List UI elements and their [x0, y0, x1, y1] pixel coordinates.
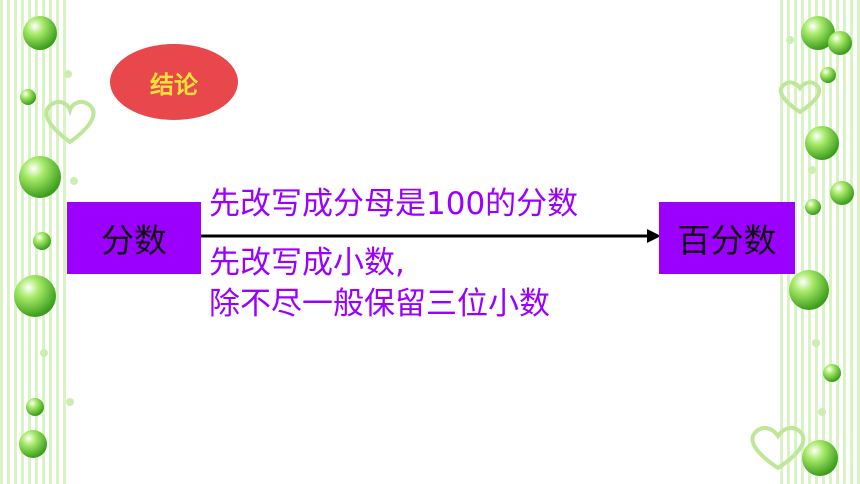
- green-bubble-icon: [805, 126, 839, 160]
- green-bubble-icon: [19, 156, 61, 198]
- conclusion-badge-label: 结论: [150, 70, 198, 99]
- percentage-box-label: 百分数: [677, 221, 777, 260]
- green-bubble-icon: [14, 275, 56, 317]
- green-bubble-icon: [26, 398, 44, 416]
- green-bubble-icon: [789, 270, 829, 310]
- conclusion-badge: 结论: [110, 44, 238, 120]
- green-bubble-icon: [828, 31, 852, 55]
- green-bubble-icon: [20, 89, 36, 105]
- flower-dot-icon: [812, 339, 820, 347]
- method-decimal-line2: 除不尽一般保留三位小数: [209, 286, 550, 322]
- flower-dot-icon: [70, 177, 78, 185]
- heart-outline-icon: [779, 80, 821, 115]
- method-denominator-100: 先改写成分母是100的分数: [209, 186, 579, 222]
- flower-dot-icon: [808, 166, 816, 174]
- green-bubble-icon: [801, 16, 835, 50]
- flower-dot-icon: [66, 398, 74, 406]
- flower-dot-icon: [786, 36, 794, 44]
- green-bubble-icon: [823, 364, 841, 382]
- flower-dot-icon: [64, 70, 72, 78]
- green-bubble-icon: [805, 199, 821, 215]
- method-decimal-line1: 先改写成小数,: [209, 245, 405, 281]
- flower-dot-icon: [40, 349, 48, 357]
- green-bubble-icon: [33, 232, 51, 250]
- flower-dot-icon: [818, 408, 826, 416]
- green-bubble-icon: [820, 67, 836, 83]
- heart-outline-icon: [44, 99, 96, 145]
- percentage-box: 百分数: [659, 202, 795, 274]
- green-bubble-icon: [802, 440, 838, 476]
- fraction-box-label: 分数: [101, 221, 167, 260]
- conversion-arrow-icon: [201, 229, 661, 243]
- green-bubble-icon: [830, 181, 854, 205]
- heart-outline-icon: [750, 425, 806, 471]
- fraction-box: 分数: [67, 202, 201, 274]
- green-bubble-icon: [23, 16, 57, 50]
- green-bubble-icon: [19, 430, 47, 458]
